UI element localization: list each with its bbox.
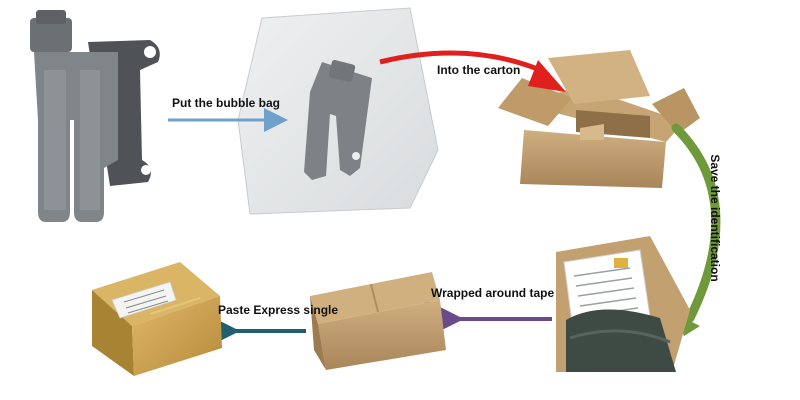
- open-carton-image: [498, 50, 700, 188]
- closed-box-image: [310, 272, 446, 370]
- bubble-bag-image: [237, 7, 439, 215]
- taped-box-image: [92, 262, 222, 376]
- ignition-coil-image: [30, 10, 160, 222]
- identification-box-image: [556, 236, 690, 372]
- step-label-bubble-bag: Put the bubble bag: [172, 96, 280, 110]
- step-label-express: Paste Express single: [218, 303, 339, 317]
- step-label-identification: Save the identification: [708, 154, 722, 282]
- arrow-to-carton: [379, 50, 566, 92]
- step-label-tape: Wrapped around tape: [431, 286, 555, 300]
- step-label-carton: Into the carton: [437, 63, 521, 77]
